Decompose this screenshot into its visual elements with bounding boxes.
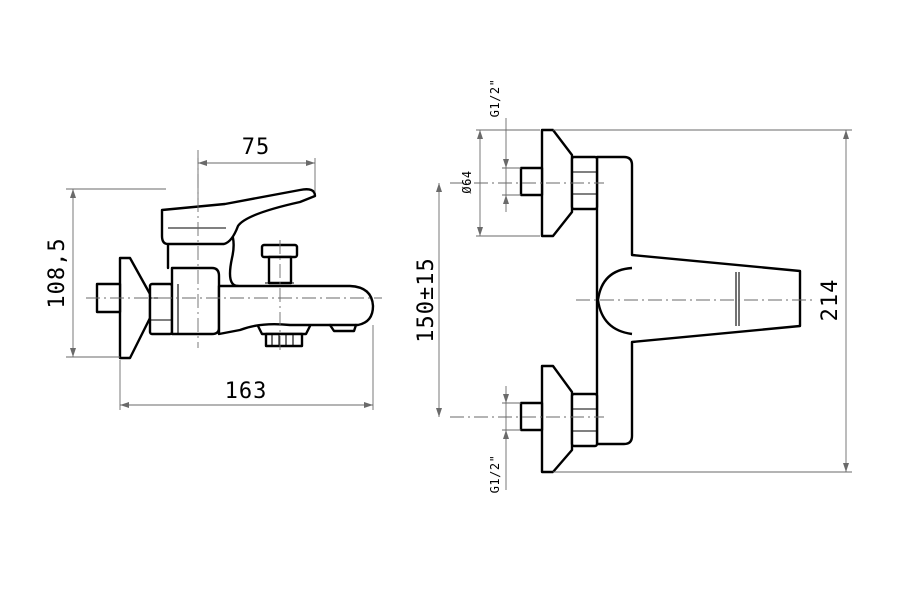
front-dimensions xyxy=(436,118,852,490)
front-view xyxy=(519,128,802,474)
side-spout xyxy=(217,284,375,336)
side-body-block xyxy=(170,266,221,336)
dim-thread-top-label: G1/2" xyxy=(488,79,502,118)
dim-flange-diameter-label: Ø64 xyxy=(460,170,474,193)
front-cartridge-circle xyxy=(596,266,633,336)
dim-thread-bottom-label: G1/2" xyxy=(488,455,502,494)
side-lever-handle xyxy=(160,188,317,246)
side-diverter-knob xyxy=(260,243,299,259)
front-top-inlet-stub xyxy=(519,166,544,197)
side-wall-flange xyxy=(118,256,152,360)
dim-side-width-label: 75 xyxy=(242,135,271,160)
side-outlet-thread xyxy=(264,332,304,348)
side-hex-nut xyxy=(148,282,174,336)
front-main-body xyxy=(595,155,802,446)
side-dimensions xyxy=(66,158,374,410)
front-centerlines xyxy=(450,182,814,418)
front-bottom-flange xyxy=(540,364,574,474)
front-bottom-hex-nut xyxy=(570,392,599,448)
dim-centre-distance-label: 150±15 xyxy=(414,257,439,342)
dim-total-height-label: 214 xyxy=(818,279,843,322)
dim-side-height-label: 108,5 xyxy=(45,237,70,308)
side-view xyxy=(95,188,375,360)
front-bottom-inlet-stub xyxy=(519,401,544,432)
dim-side-depth-label: 163 xyxy=(225,379,268,404)
